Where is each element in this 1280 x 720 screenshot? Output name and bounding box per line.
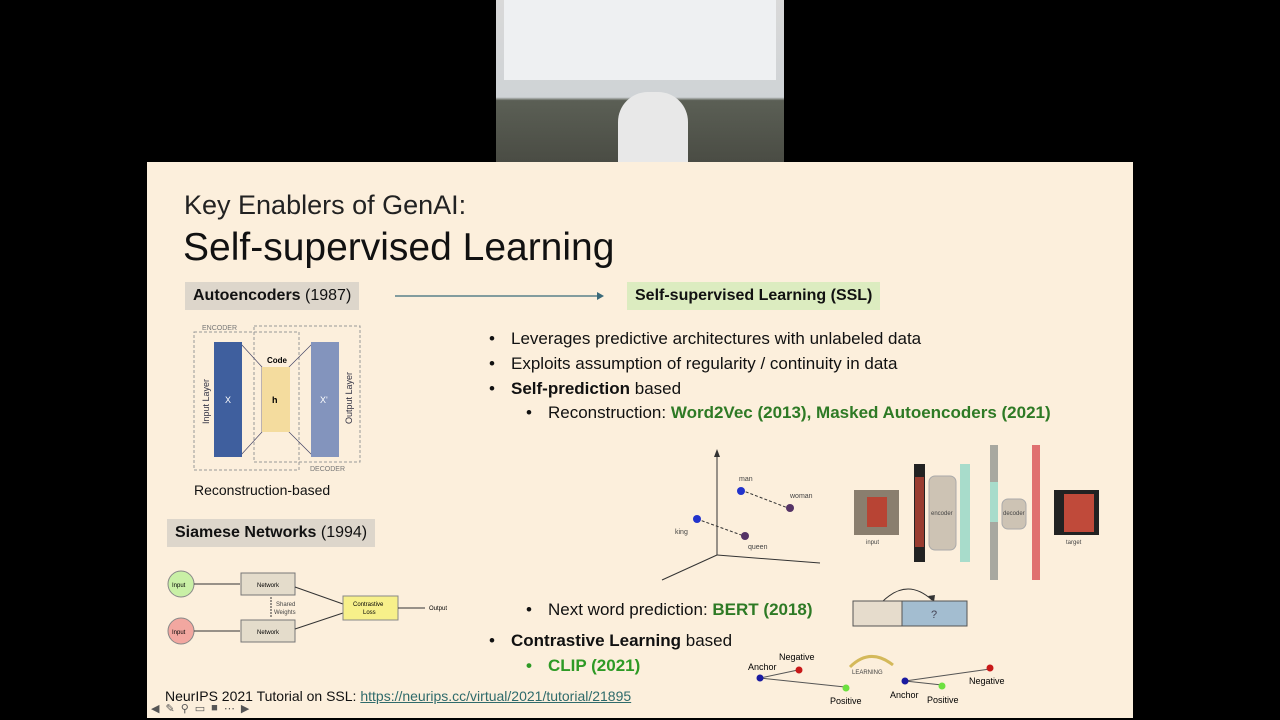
reconstruction-caption: Reconstruction-based [194,482,331,498]
autoencoder-diagram: ENCODER DECODER Code X h X' Input Layer … [193,325,361,473]
input1-label: Input [172,583,186,589]
bullet-reconstruction: Reconstruction: Word2Vec (2013), Masked … [526,403,1051,423]
arrow-right-icon [395,292,604,300]
bert-diagram: ? [852,588,968,627]
decoder-label: DECODER [310,466,345,473]
tutorial-link[interactable]: https://neurips.cc/virtual/2021/tutorial… [360,688,632,704]
pen-icon[interactable]: ✎ [165,703,175,715]
slide-title-line1: Key Enablers of GenAI: [184,190,467,220]
zoom-icon[interactable]: ⚲ [180,703,189,715]
footer-text: NeurIPS 2021 Tutorial on SSL: [165,688,361,704]
mae-decoder-label: decoder [1003,511,1025,517]
shared-label: Shared [276,602,295,608]
network2-label: Network [257,630,280,636]
contrastive-bold: Contrastive Learning [511,631,682,650]
encoder-label: ENCODER [202,325,237,332]
projector-screen [504,0,776,80]
man-label: man [739,476,753,483]
bullet-next-word: Next word prediction: BERT (2018) [526,600,813,620]
reconstruction-examples: Word2Vec (2013), Masked Autoencoders (20… [670,403,1051,422]
positive-label-2: Positive [927,695,959,705]
h-label: h [272,395,278,405]
mae-input-label: input [866,540,879,546]
king-label: king [675,529,688,536]
mask-token: ? [931,609,937,621]
next-slide-icon[interactable]: ▶ [240,703,250,715]
learning-label: LEARNING [852,670,883,676]
bullet-self-prediction: Self-prediction based [489,379,682,399]
slide-controls: ◀ ✎ ⚲ ▭ ■ ⋯ ▶ [151,702,249,715]
queen-label: queen [748,544,768,551]
bullet-exploits: Exploits assumption of regularity / cont… [489,354,898,374]
anchor-label-2: Anchor [890,690,919,700]
siamese-year: (1994) [320,524,368,541]
mae-target-label: target [1066,540,1082,546]
bullet-leverages: Leverages predictive architectures with … [489,329,921,349]
reconstruction-label: Reconstruction: [548,403,671,422]
masked-autoencoder-diagram: input encoder decoder target [854,445,1099,580]
slide: Key Enablers of GenAI: Self-supervised L… [147,162,1133,718]
loss-label-2: Loss [363,610,376,616]
code-label: Code [267,356,288,365]
network1-label: Network [257,583,280,589]
lecture-video-feed [496,0,784,162]
bullet-clip: CLIP (2021) [526,656,640,676]
ssl-label: Self-supervised Learning (SSL) [627,282,881,310]
presenter [618,92,688,162]
autoencoders-name: Autoencoders [193,287,301,304]
x-label: X [225,395,231,405]
slide-title: Self-supervised Learning [183,226,615,269]
loss-label-1: Contrastive [353,602,384,608]
positive-label-1: Positive [830,696,862,706]
next-word-label: Next word prediction: [548,600,713,619]
siamese-label: Siamese Networks (1994) [167,519,376,547]
bullet-contrastive: Contrastive Learning based [489,631,733,651]
output-label: Output [429,606,447,612]
autoencoders-year: (1987) [305,287,352,304]
xprime-label: X' [320,395,328,405]
more-options-icon[interactable]: ⋯ [223,703,235,715]
contrastive-rest: based [681,631,733,650]
self-prediction-rest: based [630,379,682,398]
autoencoders-label: Autoencoders (1987) [185,282,360,310]
negative-label-2: Negative [969,676,1005,686]
input2-label: Input [172,630,186,636]
weights-label: Weights [274,610,296,616]
next-word-example: BERT (2018) [712,600,813,619]
previous-slide-icon[interactable]: ◀ [151,703,160,715]
input-layer-label: Input Layer [201,379,211,424]
output-layer-label: Output Layer [344,372,354,424]
anchor-label-1: Anchor [748,662,777,672]
contrastive-diagram: Anchor Negative Positive LEARNING Anchor… [748,652,1005,706]
siamese-name: Siamese Networks [175,524,317,541]
self-prediction-bold: Self-prediction [511,379,631,398]
woman-label: woman [789,493,813,500]
mae-encoder-label: encoder [931,511,953,517]
camera-icon[interactable]: ■ [211,702,218,714]
subtitles-icon[interactable]: ▭ [194,703,206,715]
negative-label-1: Negative [779,652,815,662]
siamese-diagram: Input Input Network Network Shared Weigh… [167,570,447,645]
footer: NeurIPS 2021 Tutorial on SSL: https://ne… [165,688,631,704]
word2vec-diagram: man woman king queen [661,449,821,581]
